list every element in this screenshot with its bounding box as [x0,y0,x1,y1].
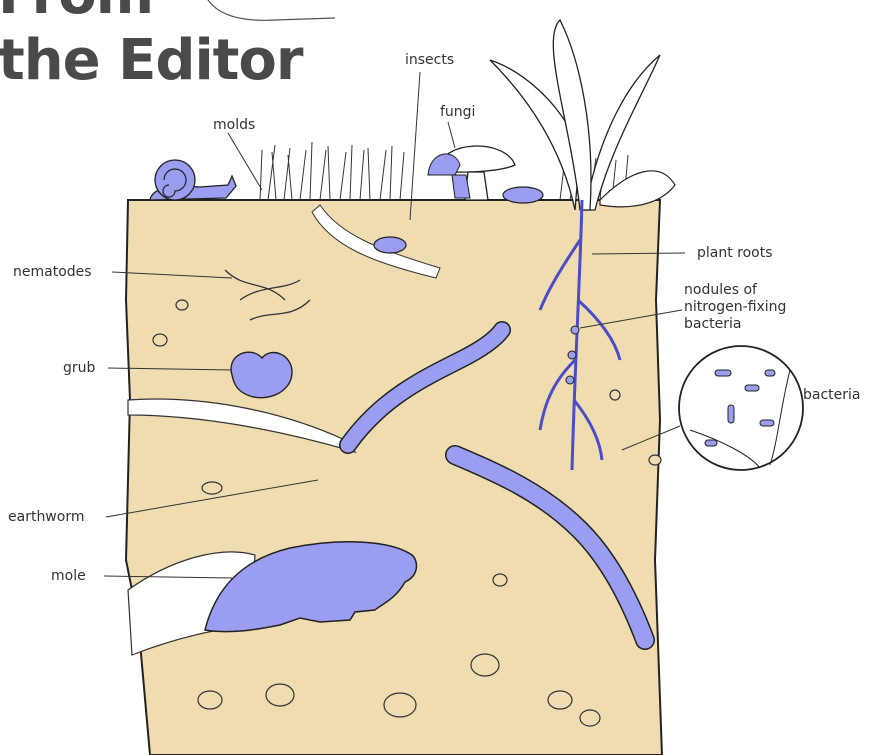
label-insects: insects [405,52,454,69]
label-mole: mole [51,568,86,585]
label-molds: molds [213,117,255,134]
label-nodules-line-3: bacteria [684,316,804,333]
mushroom [428,146,515,200]
label-fungi: fungi [440,104,475,121]
beetle [503,187,543,203]
label-nodules-line-2: nitrogen-fixing [684,299,804,316]
header-line-1: From [0,0,153,27]
snail [150,160,236,200]
header-speech-bubble [205,0,335,20]
insect [374,237,406,253]
plant [490,20,675,210]
label-nodules: nodules of nitrogen-fixing bacteria [684,282,804,333]
grub [231,352,292,398]
label-earthworm: earthworm [8,509,84,526]
label-nodules-line-1: nodules of [684,282,804,299]
bacteria-magnifier [679,346,803,470]
label-plant-roots: plant roots [697,245,773,262]
header-line-2: the Editor [0,28,303,93]
label-grub: grub [63,360,95,377]
label-nematodes: nematodes [13,264,92,281]
soil-block [126,200,662,755]
label-bacteria: bacteria [803,387,861,404]
